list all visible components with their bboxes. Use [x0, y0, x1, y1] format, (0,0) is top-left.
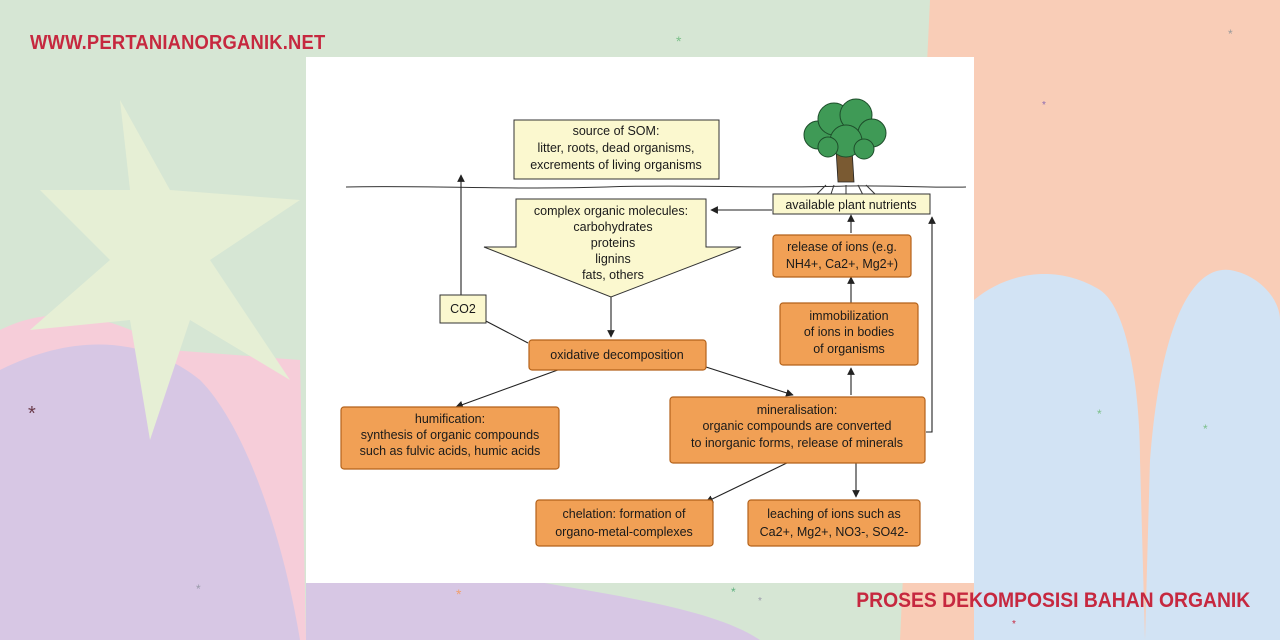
svg-text:*: * [1203, 422, 1208, 436]
humification-line-3: such as fulvic acids, humic acids [360, 444, 541, 458]
svg-text:*: * [758, 596, 762, 607]
source-line-3: excrements of living organisms [530, 158, 702, 172]
mineralisation-line-1: mineralisation: [757, 403, 838, 417]
arrow-to-chelation [705, 459, 794, 503]
chelation-line-1: chelation: formation of [563, 507, 687, 521]
diagram-card: source of SOM: litter, roots, dead organ… [306, 57, 974, 583]
complex-line-3: proteins [591, 236, 635, 250]
immobilization-line-3: of organisms [813, 342, 885, 356]
leaching-line-1: leaching of ions such as [767, 507, 900, 521]
release-line-2: NH4+, Ca2+, Mg2+) [786, 257, 898, 271]
immobilization-line-1: immobilization [809, 309, 888, 323]
humification-line-1: humification: [415, 412, 485, 426]
arrow-to-mineralisation [705, 366, 794, 397]
arrow-mineral-loop [926, 216, 936, 433]
humification-line-2: synthesis of organic compounds [361, 428, 540, 442]
svg-text:*: * [731, 585, 736, 599]
arrow-decomp-to-co2 [481, 318, 529, 344]
release-of-ions-box: release of ions (e.g. NH4+, Ca2+, Mg2+) [772, 234, 912, 278]
complex-line-2: carbohydrates [573, 220, 652, 234]
complex-organic-molecules-arrow: complex organic molecules: carbohydrates… [483, 198, 742, 298]
co2-box: CO2 [439, 294, 487, 324]
mineralisation-box: mineralisation: organic compounds are co… [669, 396, 926, 464]
svg-text:*: * [1012, 619, 1016, 630]
mineralisation-line-3: to inorganic forms, release of minerals [691, 436, 903, 450]
oxidative-decomposition-box: oxidative decomposition [528, 339, 707, 371]
page-title: PROSES DEKOMPOSISI BAHAN ORGANIK [856, 589, 1250, 612]
release-line-1: release of ions (e.g. [787, 240, 897, 254]
complex-line-5: fats, others [582, 268, 644, 282]
decomposition-diagram: source of SOM: litter, roots, dead organ… [340, 98, 967, 547]
leaching-line-2: Ca2+, Mg2+, NO3-, SO42- [760, 525, 909, 539]
source-line-2: litter, roots, dead organisms, [537, 141, 694, 155]
immobilization-box: immobilization of ions in bodies of orga… [779, 302, 919, 366]
available-plant-nutrients-box: available plant nutrients [772, 193, 931, 215]
svg-text:*: * [1042, 100, 1046, 111]
svg-text:*: * [1097, 407, 1102, 421]
tree-icon [803, 98, 887, 199]
immobilization-line-2: of ions in bodies [804, 325, 894, 339]
chelation-line-2: organo-metal-complexes [555, 525, 693, 539]
oxidative-label: oxidative decomposition [550, 348, 683, 362]
svg-text:*: * [196, 582, 201, 596]
arrow-to-humification [455, 366, 567, 409]
source-line-1: source of SOM: [573, 124, 660, 138]
svg-text:*: * [676, 33, 682, 49]
ground-line [345, 185, 967, 189]
co2-label: CO2 [450, 302, 476, 316]
svg-text:*: * [1228, 27, 1233, 41]
leaching-box: leaching of ions such as Ca2+, Mg2+, NO3… [747, 499, 921, 547]
complex-line-4: lignins [595, 252, 630, 266]
svg-text:*: * [456, 586, 462, 602]
humification-box: humification: synthesis of organic compo… [340, 406, 560, 470]
available-label: available plant nutrients [785, 198, 916, 212]
chelation-box: chelation: formation of organo-metal-com… [535, 499, 714, 547]
site-url[interactable]: WWW.PERTANIANORGANIK.NET [30, 32, 326, 54]
source-of-som-box: source of SOM: litter, roots, dead organ… [513, 119, 720, 180]
mineralisation-line-2: organic compounds are converted [702, 419, 891, 433]
complex-line-1: complex organic molecules: [534, 204, 688, 218]
svg-text:*: * [28, 403, 36, 425]
